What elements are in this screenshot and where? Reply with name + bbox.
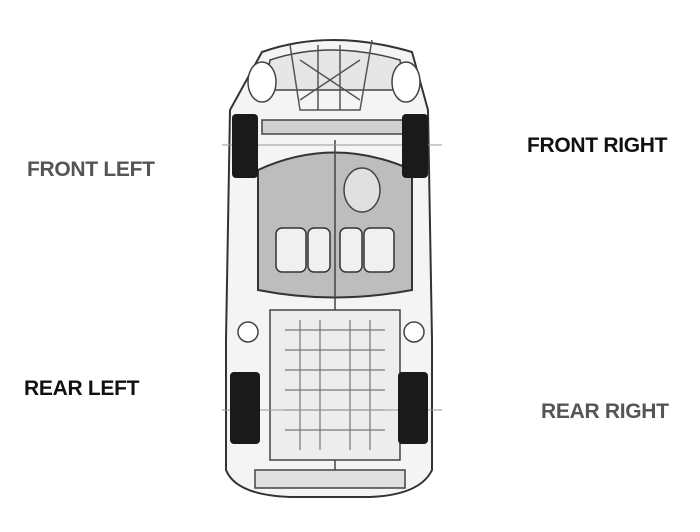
tire-front-left xyxy=(232,114,258,178)
label-front-left: FRONT LEFT xyxy=(27,158,155,181)
label-rear-right: REAR RIGHT xyxy=(541,400,669,423)
label-rear-left: REAR LEFT xyxy=(24,377,140,400)
engine-bay xyxy=(269,309,401,461)
headlight-left xyxy=(247,61,277,103)
steering-wheel xyxy=(343,167,381,213)
seat-left-inner xyxy=(307,227,331,273)
rear-hub-right xyxy=(403,321,425,343)
label-front-right: FRONT RIGHT xyxy=(527,134,668,157)
rear-bumper xyxy=(254,469,406,489)
headlight-right xyxy=(391,61,421,103)
rear-hub-left xyxy=(237,321,259,343)
tire-rear-right xyxy=(398,372,428,444)
tire-front-right xyxy=(402,114,428,178)
seat-left-outer xyxy=(275,227,307,273)
tire-rear-left xyxy=(230,372,260,444)
front-crossmember xyxy=(261,119,411,135)
seat-right-inner xyxy=(339,227,363,273)
seat-right-outer xyxy=(363,227,395,273)
front-suspension xyxy=(289,39,373,111)
